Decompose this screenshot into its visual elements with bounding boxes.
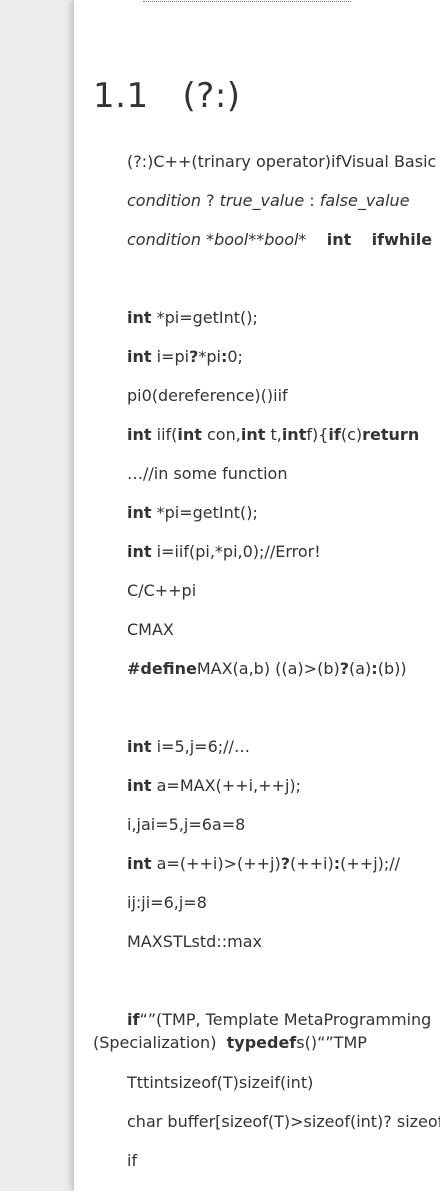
paragraph-4: pi0(dereference)()iif bbox=[127, 386, 288, 405]
document-page: 1.1 (?:) (?:)C++(trinary operator)ifVisu… bbox=[74, 0, 440, 1191]
code-line-1: int *pi=getInt(); bbox=[127, 308, 258, 327]
paragraph-13: if bbox=[127, 1151, 138, 1170]
paragraph-3: condition *bool**bool* int ifwhile bbox=[127, 230, 433, 249]
paragraph-6: CMAX bbox=[127, 620, 174, 639]
paragraph-11: Tttintsizeof(T)sizeif(int) bbox=[127, 1073, 314, 1092]
sidebar-gutter bbox=[0, 0, 74, 1191]
code-line-10: int a=(++i)>(++j)?(++i):(++j);// bbox=[127, 854, 401, 873]
paragraph-2: condition ? true_value : false_value bbox=[127, 191, 410, 210]
top-dotted-rule bbox=[143, 1, 351, 2]
section-title: (?:) bbox=[182, 76, 241, 116]
section-number: 1.1 bbox=[93, 76, 149, 116]
paragraph-10-continued: (Specialization) typedefs()“”TMP bbox=[93, 1033, 367, 1052]
paragraph-1: (?:)C++(trinary operator)ifVisual Basic bbox=[127, 152, 437, 171]
code-line-7: #defineMAX(a,b) ((a)>(b)?(a):(b)) bbox=[127, 659, 407, 678]
paragraph-10: if“”(TMP, Template MetaProgramming bbox=[127, 1010, 432, 1029]
paragraph-7: i,jai=5,j=6a=8 bbox=[127, 815, 246, 834]
paragraph-12: char buffer[sizeof(T)>sizeof(int)? sizeo… bbox=[127, 1112, 440, 1131]
paragraph-5: C/C++pi bbox=[127, 581, 197, 600]
code-line-2: int i=pi?*pi:0; bbox=[127, 347, 243, 366]
paragraph-8: ij:ji=6,j=8 bbox=[127, 893, 207, 912]
code-line-9: int a=MAX(++i,++j); bbox=[127, 776, 302, 795]
code-line-4: …//in some function bbox=[127, 464, 288, 483]
code-line-5: int *pi=getInt(); bbox=[127, 503, 258, 522]
code-line-8: int i=5,j=6;//… bbox=[127, 737, 250, 756]
code-line-3: int iif(int con,int t,intf){if(c)return bbox=[127, 425, 420, 444]
paragraph-9: MAXSTLstd::max bbox=[127, 932, 262, 951]
code-line-6: int i=iif(pi,*pi,0);//Error! bbox=[127, 542, 321, 561]
section-heading: 1.1 (?:) bbox=[93, 76, 241, 116]
